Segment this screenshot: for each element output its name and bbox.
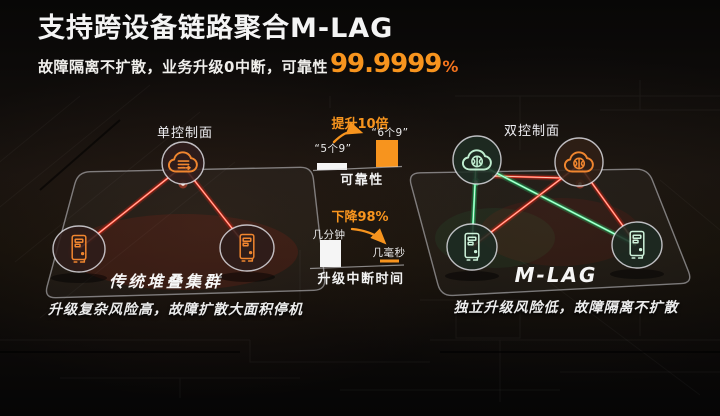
bar-after [380,259,399,263]
interruption-mini-chart: 下降98% 几分钟 几毫秒 升级中断时间 [309,209,406,287]
single-control-plane-label: 单控制面 [157,126,213,141]
stack-cluster-label: 传统堆叠集群 [109,272,223,291]
mlag-panel [409,168,691,297]
axis-baseline [309,264,405,270]
stack-server-node-left [52,225,106,273]
mlag-caption: 独立升级风险低，故障隔离不扩散 [453,300,679,316]
traditional-stack-diagram: 单控制面 传统堆叠集群 [45,126,326,299]
page-title: 支持跨设备链路聚合M-LAG [38,13,394,44]
circuit-texture [0,80,720,402]
interruption-axis-label: 升级中断时间 [317,271,404,287]
dual-control-cloud-node-orange [554,137,604,187]
stack-panel [45,166,326,299]
bar-after [376,140,398,167]
reliability-unit: % [442,57,459,76]
trend-down-arrow-icon [350,227,387,245]
dual-control-cloud-node-green [452,135,502,185]
bar-before [320,240,341,267]
mlag-server-node-right [611,221,663,269]
bar-after-label: “6个9” [371,127,408,139]
trend-up-arrow-icon [332,121,364,144]
laser-link-green [475,160,638,248]
reliability-mini-chart: 提升10倍 “5个9” “6个9” 可靠性 [312,116,408,188]
red-glow [480,198,640,266]
bar-before-label: “5个9” [314,143,351,155]
reliability-value: 99.9999 [329,49,442,79]
dual-control-plane-label: 双控制面 [504,124,560,139]
stack-caption: 升级复杂风险高，故障扩散大面积停机 [48,302,303,318]
reliability-axis-label: 可靠性 [340,172,384,188]
stack-server-node-right [219,224,275,272]
bar-after-label: 几毫秒 [373,246,406,259]
mlag-server-node-left [446,223,498,271]
reflections [51,269,664,283]
mlag-label: M-LAG [515,263,598,287]
subtitle-text: 故障隔离不扩散，业务升级0中断，可靠性 [38,58,328,76]
single-control-cloud-node [161,141,205,185]
axis-baseline [312,165,403,172]
reduction-badge: 下降98% [331,209,388,225]
bar-before [317,163,347,170]
mlag-diagram: 双控制面 M-LAG [409,124,691,297]
bar-before-label: 几分钟 [313,228,346,241]
